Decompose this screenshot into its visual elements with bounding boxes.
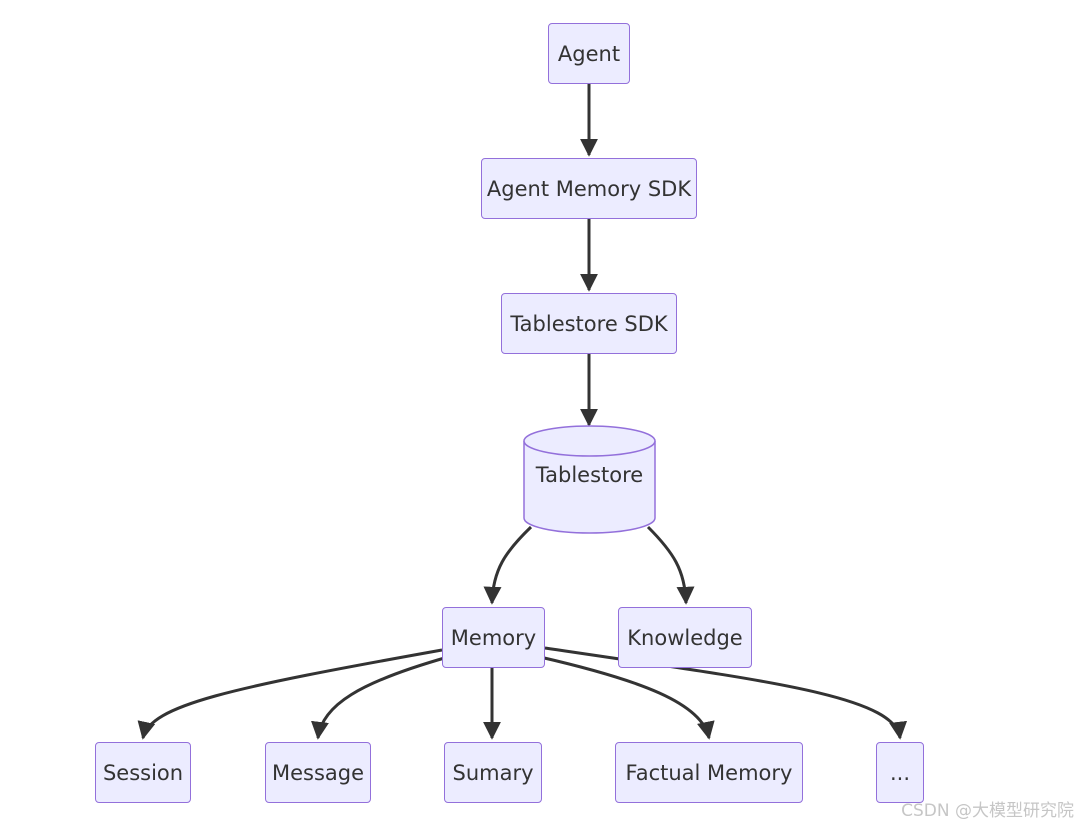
node-session-label: Session (102, 760, 184, 785)
node-knowledge: Knowledge (618, 607, 752, 668)
edge-memory-to-session (137, 648, 443, 740)
node-tablestore-sdk-label: Tablestore SDK (510, 311, 668, 336)
node-knowledge-label: Knowledge (627, 625, 743, 650)
node-more-label: ... (889, 760, 911, 785)
node-agent: Agent (548, 23, 630, 84)
node-memory: Memory (442, 607, 545, 668)
node-session: Session (95, 742, 191, 803)
node-agent-memory-sdk: Agent Memory SDK (481, 158, 697, 219)
node-sumary: Sumary (444, 742, 542, 803)
node-factual-memory-label: Factual Memory (625, 760, 793, 785)
tablestore-database-icon (523, 425, 656, 534)
node-factual-memory: Factual Memory (615, 742, 803, 803)
node-more: ... (876, 742, 924, 803)
edge-memory-to-message (311, 655, 449, 740)
watermark: CSDN @大模型研究院 (901, 801, 1074, 821)
node-tablestore-label: Tablestore (535, 463, 644, 487)
node-agent-memory-sdk-label: Agent Memory SDK (486, 176, 692, 201)
node-agent-label: Agent (557, 41, 621, 66)
edge-memory-to-factual-memory (539, 655, 715, 740)
edge-tablestore-to-knowledge (646, 525, 695, 605)
node-tablestore: Tablestore (524, 455, 655, 495)
node-message: Message (265, 742, 371, 803)
node-sumary-label: Sumary (452, 760, 534, 785)
node-memory-label: Memory (450, 625, 537, 650)
edge-tablestore-to-memory (483, 525, 533, 605)
node-tablestore-sdk: Tablestore SDK (501, 293, 677, 354)
node-message-label: Message (271, 760, 365, 785)
